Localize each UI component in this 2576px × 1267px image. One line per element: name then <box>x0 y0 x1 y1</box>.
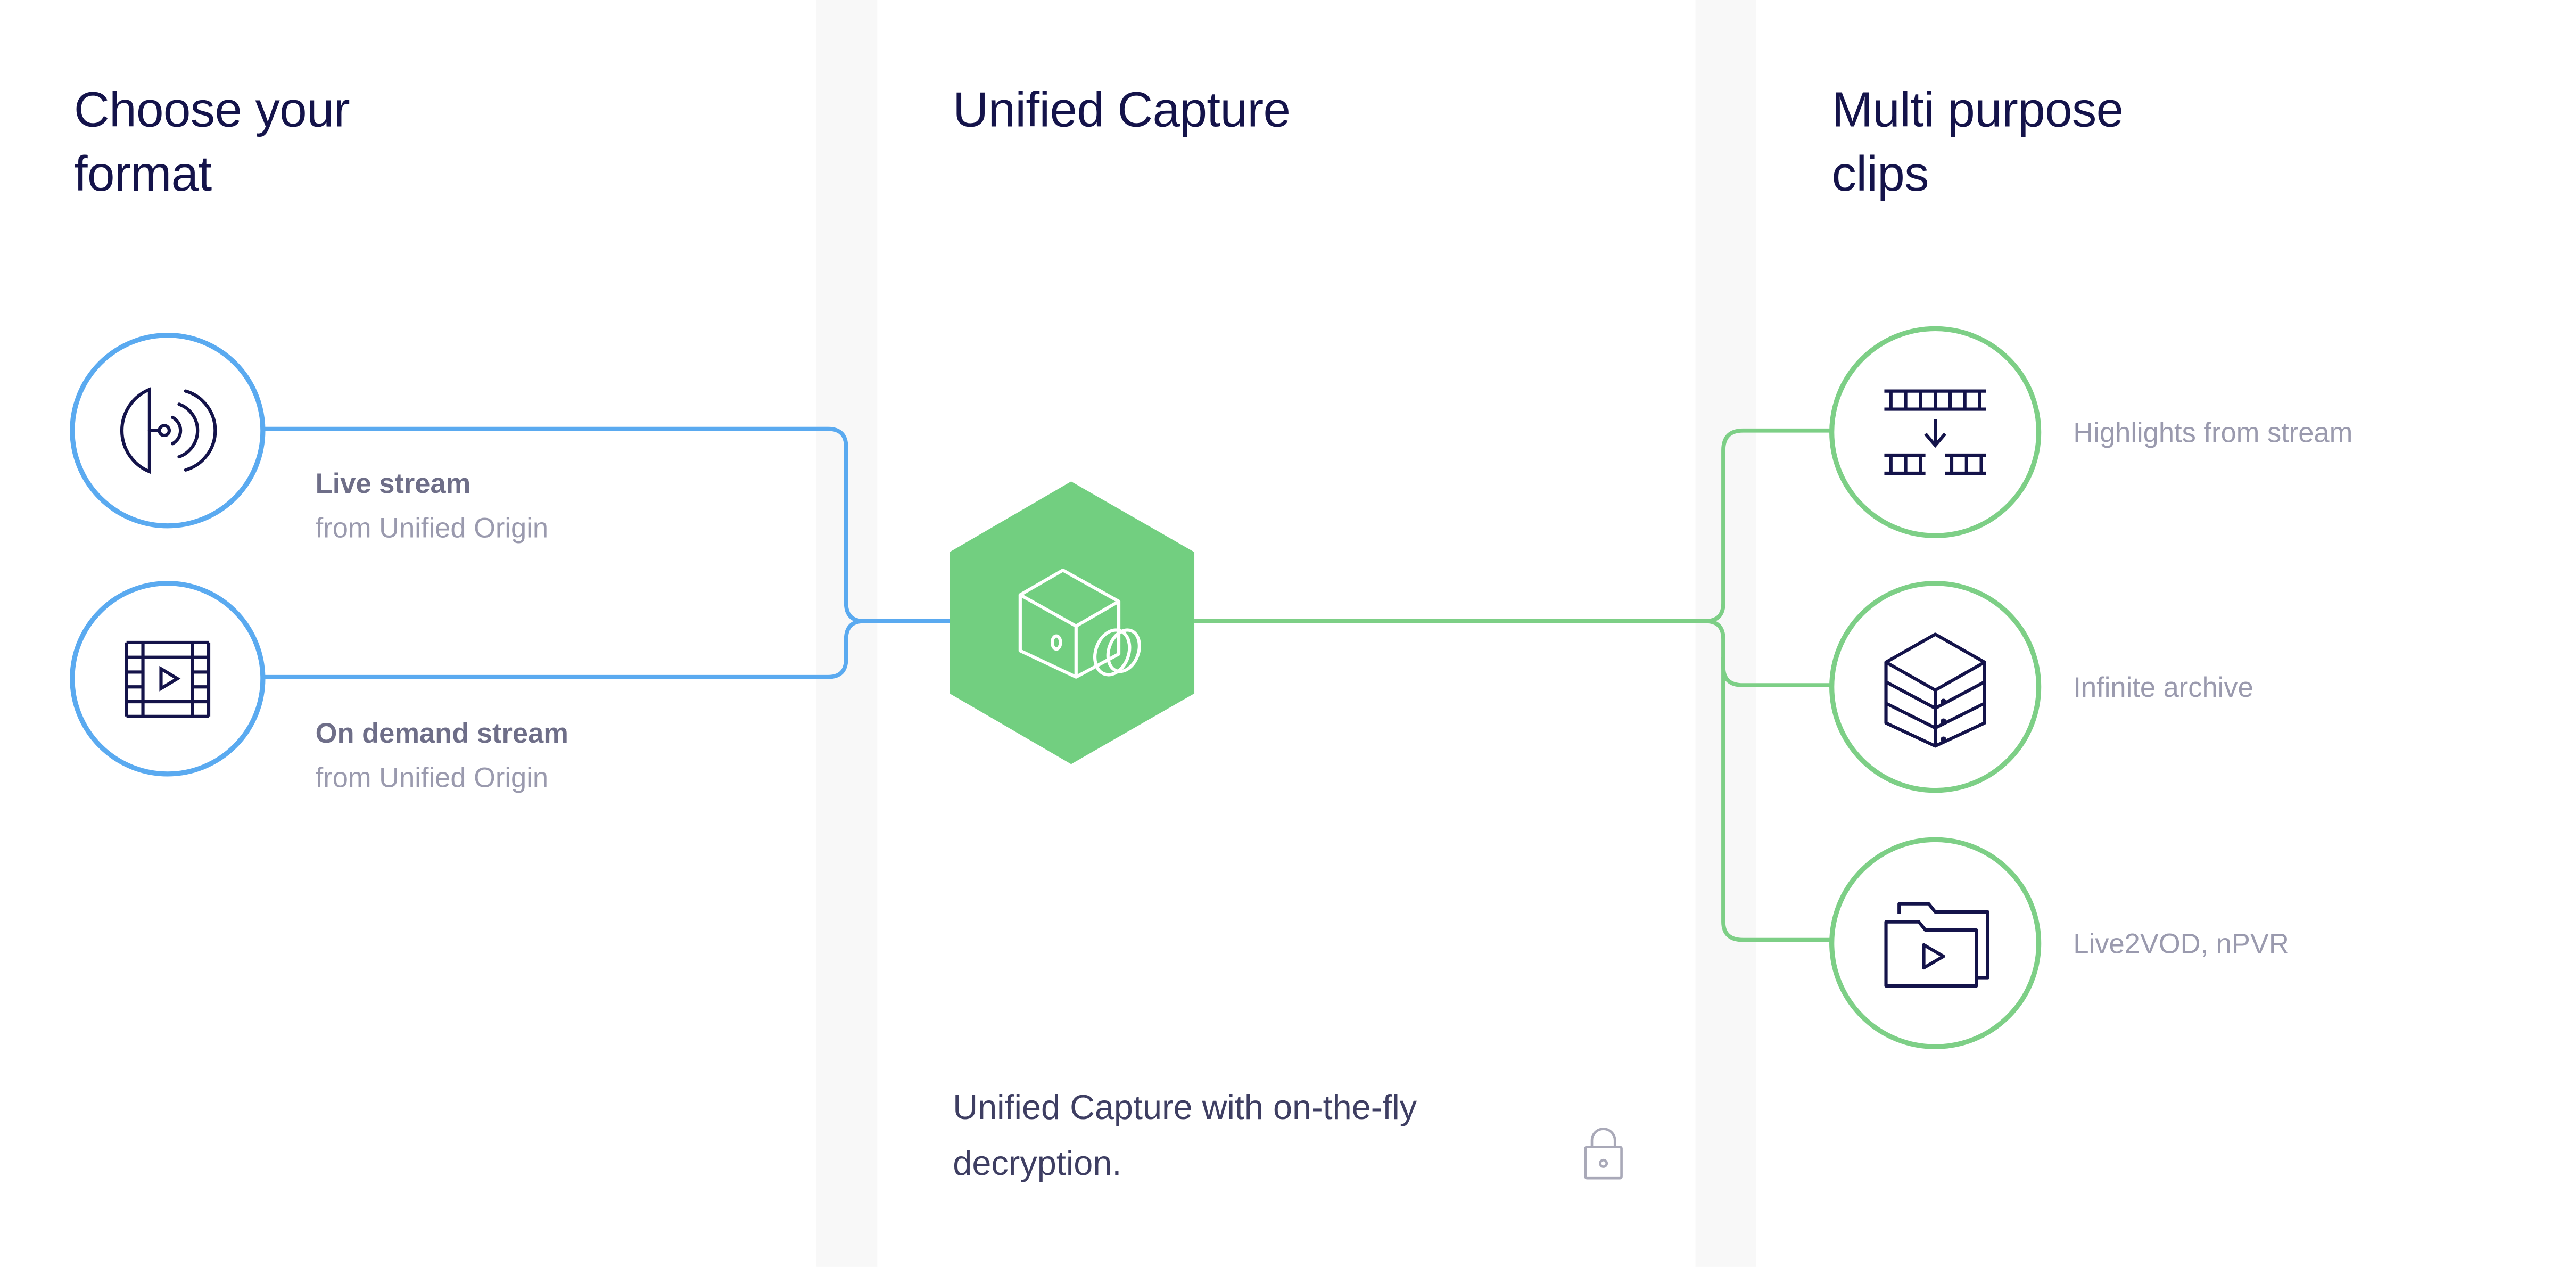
highlights-label: Highlights from stream <box>2073 417 2353 449</box>
on-demand-title: On demand stream <box>315 718 568 750</box>
connector-live2vod <box>1721 657 1830 942</box>
left-title-line2: format <box>73 147 212 202</box>
lock-icon <box>1584 1128 1623 1180</box>
footnote-line2: decryption. <box>953 1145 1122 1183</box>
live-stream-node <box>70 333 266 529</box>
capture-footnote: Unified Capture with on-the-fly decrypti… <box>953 1081 1544 1193</box>
archive-label: Infinite archive <box>2073 672 2253 704</box>
live-stream-label: Live stream from Unified Origin <box>316 462 548 550</box>
on-demand-node <box>70 581 266 777</box>
left-column-title: Choose your format <box>74 79 350 207</box>
left-title-line1: Choose your <box>73 84 350 138</box>
live2vod-label: Live2VOD, nPVR <box>2073 928 2289 960</box>
film-play-icon <box>125 640 211 718</box>
video-folder-icon <box>1884 902 1989 988</box>
live-stream-title: Live stream <box>315 468 471 500</box>
on-demand-label: On demand stream from Unified Origin <box>316 712 568 801</box>
column-divider-right <box>1695 0 1756 1267</box>
right-title-line2: clips <box>1831 147 1929 202</box>
unified-capture-hub <box>950 481 1195 764</box>
right-column-title: Multi purpose clips <box>1832 79 2124 207</box>
highlights-node <box>1829 326 2042 538</box>
footnote-line1: Unified Capture with on-the-fly <box>953 1089 1417 1128</box>
connector-main <box>1194 428 1830 623</box>
capture-camera-icon <box>1018 568 1141 679</box>
live2vod-node <box>1829 837 2042 1049</box>
center-column-title: Unified Capture <box>953 84 1291 138</box>
on-demand-subtitle: from Unified Origin <box>315 762 549 794</box>
filmstrip-highlight-icon <box>1884 389 1986 475</box>
archive-node <box>1829 581 2042 793</box>
right-title-line1: Multi purpose <box>1831 84 2124 138</box>
stacked-archive-icon <box>1884 632 1986 748</box>
live-broadcast-icon <box>120 386 217 474</box>
live-stream-subtitle: from Unified Origin <box>315 513 549 544</box>
connector-vod <box>264 619 864 679</box>
